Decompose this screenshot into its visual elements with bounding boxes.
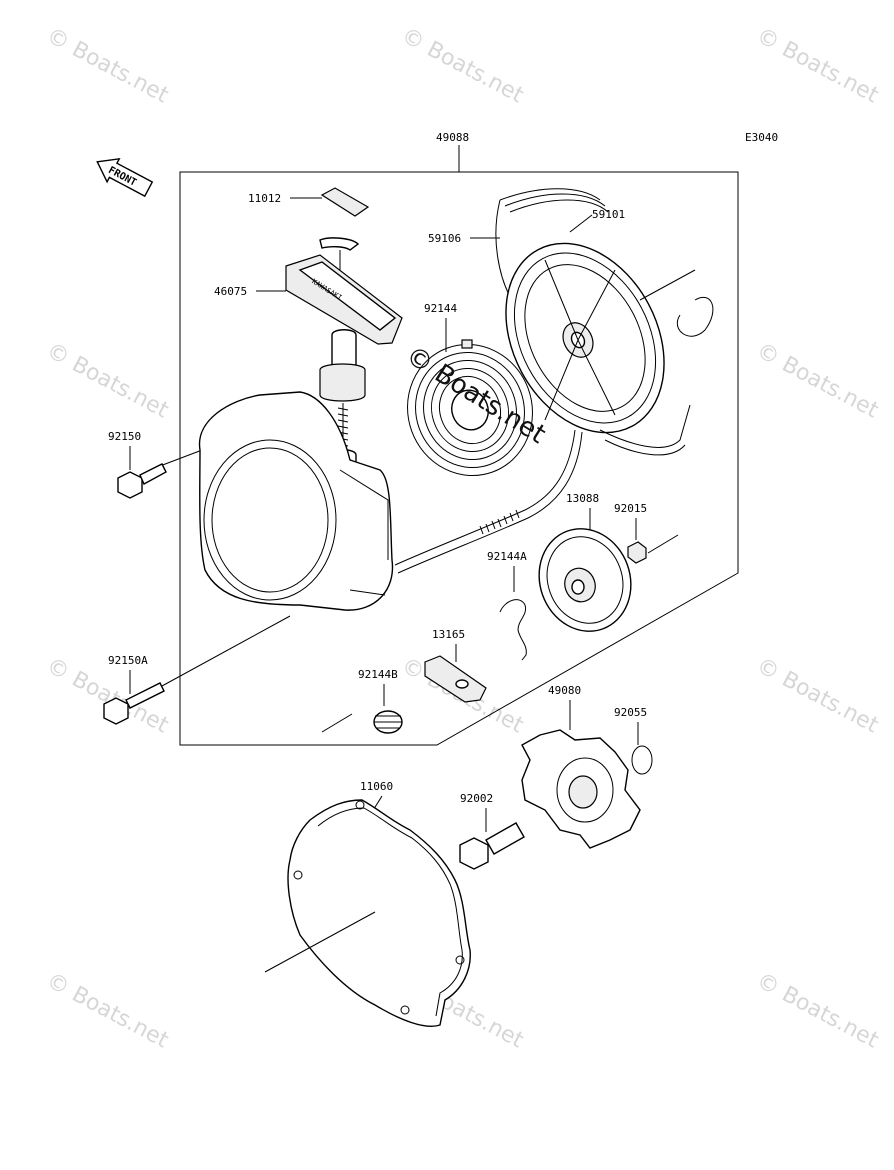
- label-59101: 59101: [592, 208, 625, 221]
- part-rope-cable: [394, 429, 583, 574]
- watermark: © Boats.net: [42, 338, 173, 423]
- label-49080: 49080: [548, 684, 581, 697]
- part-92144A-spring: [499, 599, 527, 661]
- part-recoil-housing: [198, 391, 394, 611]
- label-92144B: 92144B: [358, 668, 398, 681]
- label-11012: 11012: [248, 192, 281, 205]
- part-92144B-spring: [373, 710, 403, 734]
- watermark: © Boats.net: [42, 968, 173, 1053]
- label-92055: 92055: [614, 706, 647, 719]
- front-arrow: FRONT: [96, 157, 154, 198]
- assembly-frame: [179, 171, 739, 746]
- watermark: © Boats.net: [752, 653, 883, 738]
- label-13165: 13165: [432, 628, 465, 641]
- label-92015: 92015: [614, 502, 647, 515]
- watermark: © Boats.net: [397, 23, 528, 108]
- diagram-code: E3040: [745, 131, 778, 144]
- label-92002: 92002: [460, 792, 493, 805]
- part-49080-pulley: [521, 729, 641, 849]
- part-59101-pulley: [495, 188, 714, 456]
- watermark: © Boats.net: [752, 968, 883, 1053]
- label-11060: 11060: [360, 780, 393, 793]
- part-92015-nut: [627, 541, 647, 564]
- part-13165-ratchet: [424, 655, 487, 703]
- part-92150-bolt: [117, 463, 167, 499]
- label-92144A: 92144A: [487, 550, 527, 563]
- watermark: © Boats.net: [752, 338, 883, 423]
- label-13088: 13088: [566, 492, 599, 505]
- part-11012-cap: [320, 187, 370, 217]
- watermark: © Boats.net: [42, 23, 173, 108]
- part-13088-drum: [538, 528, 632, 632]
- label-49088: 49088: [436, 131, 469, 144]
- part-11060-gasket: [264, 799, 471, 1027]
- part-92144-spring: [407, 339, 533, 477]
- label-59106: 59106: [428, 232, 461, 245]
- part-92055-oring: [631, 745, 653, 775]
- label-46075: 46075: [214, 285, 247, 298]
- watermark: © Boats.net: [752, 23, 883, 108]
- part-92150A-bolt: [103, 682, 165, 725]
- label-92150: 92150: [108, 430, 141, 443]
- watermarks: © Boats.net © Boats.net © Boats.net © Bo…: [42, 23, 883, 1053]
- part-92002-bolt: [459, 822, 525, 870]
- label-92150A: 92150A: [108, 654, 148, 667]
- label-92144: 92144: [424, 302, 457, 315]
